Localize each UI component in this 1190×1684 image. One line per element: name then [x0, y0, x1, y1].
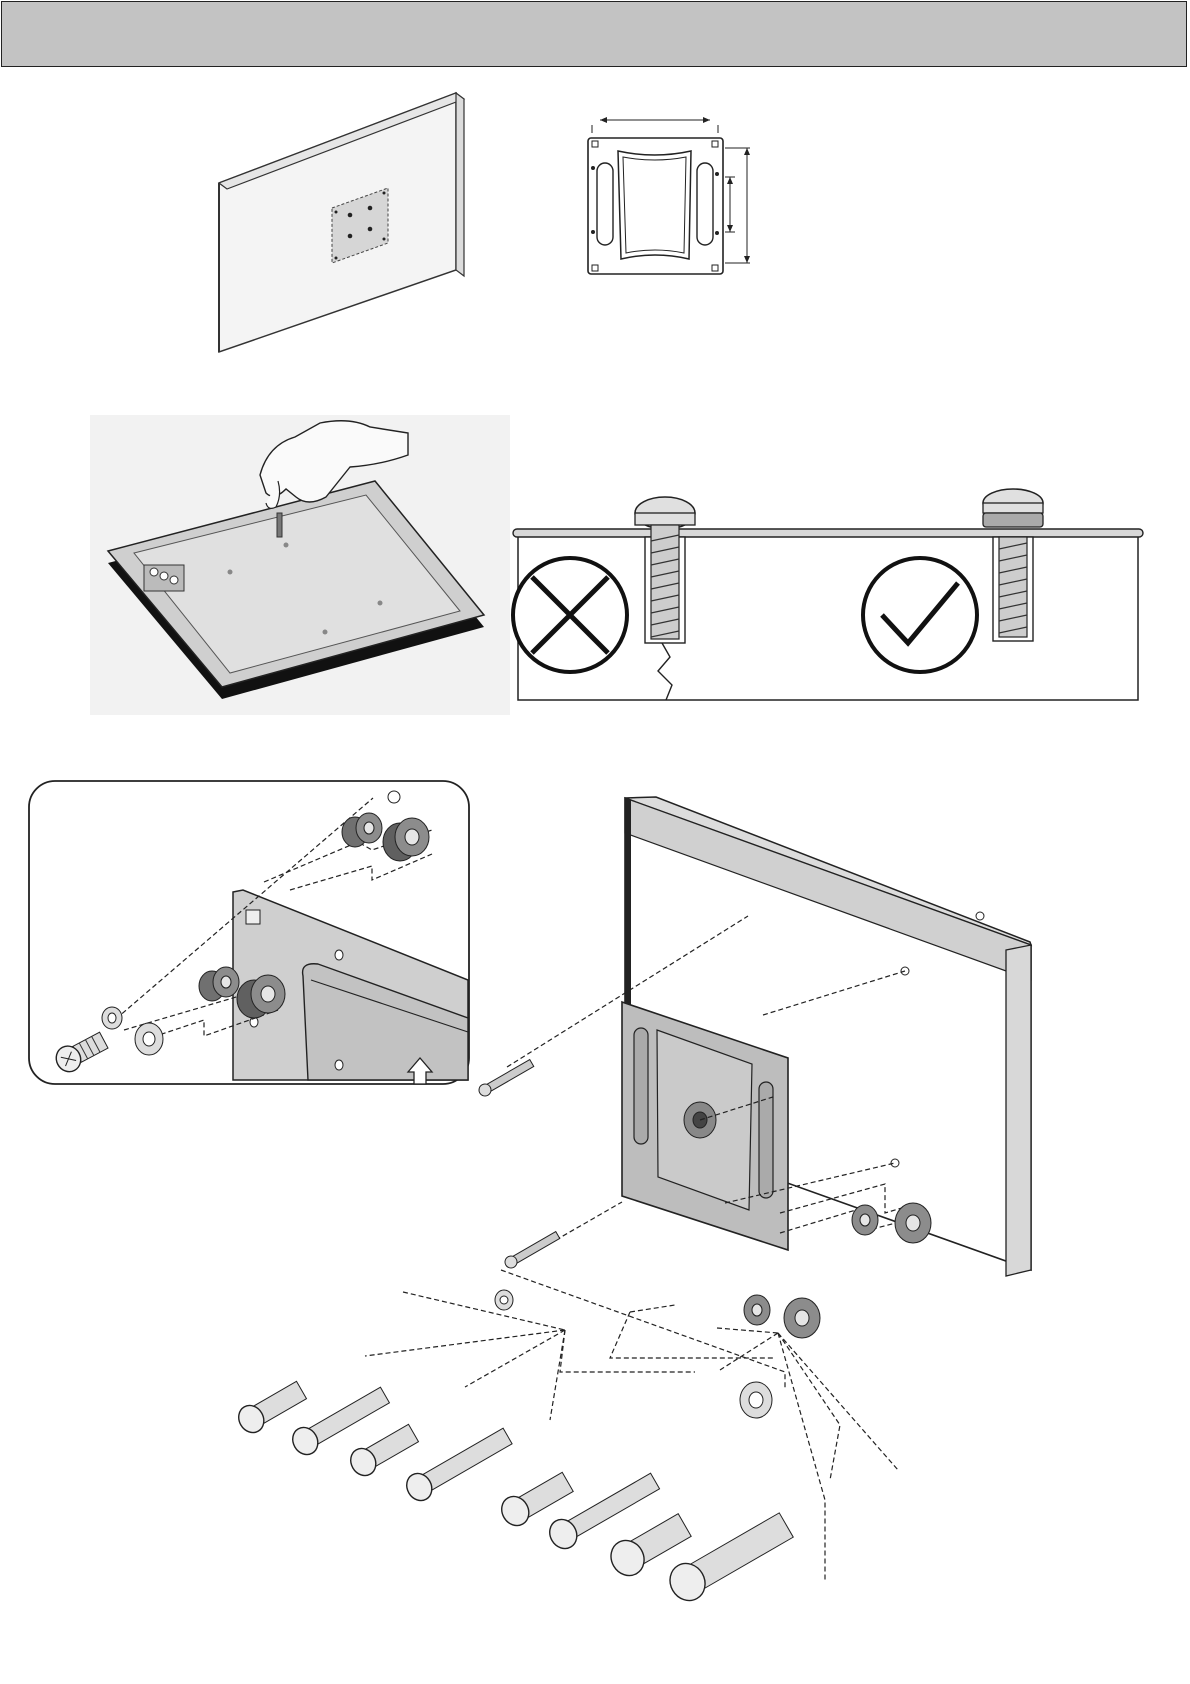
hand-screw-icon	[90, 415, 510, 715]
header-bar	[1, 1, 1187, 67]
cross-icon	[513, 558, 627, 672]
check-icon	[863, 558, 977, 672]
tv-back-icon	[210, 85, 470, 355]
plate-dimension-icon	[585, 105, 760, 280]
exploded-assembly-icon	[225, 790, 1045, 1610]
screw-depth-icon	[510, 485, 1145, 705]
